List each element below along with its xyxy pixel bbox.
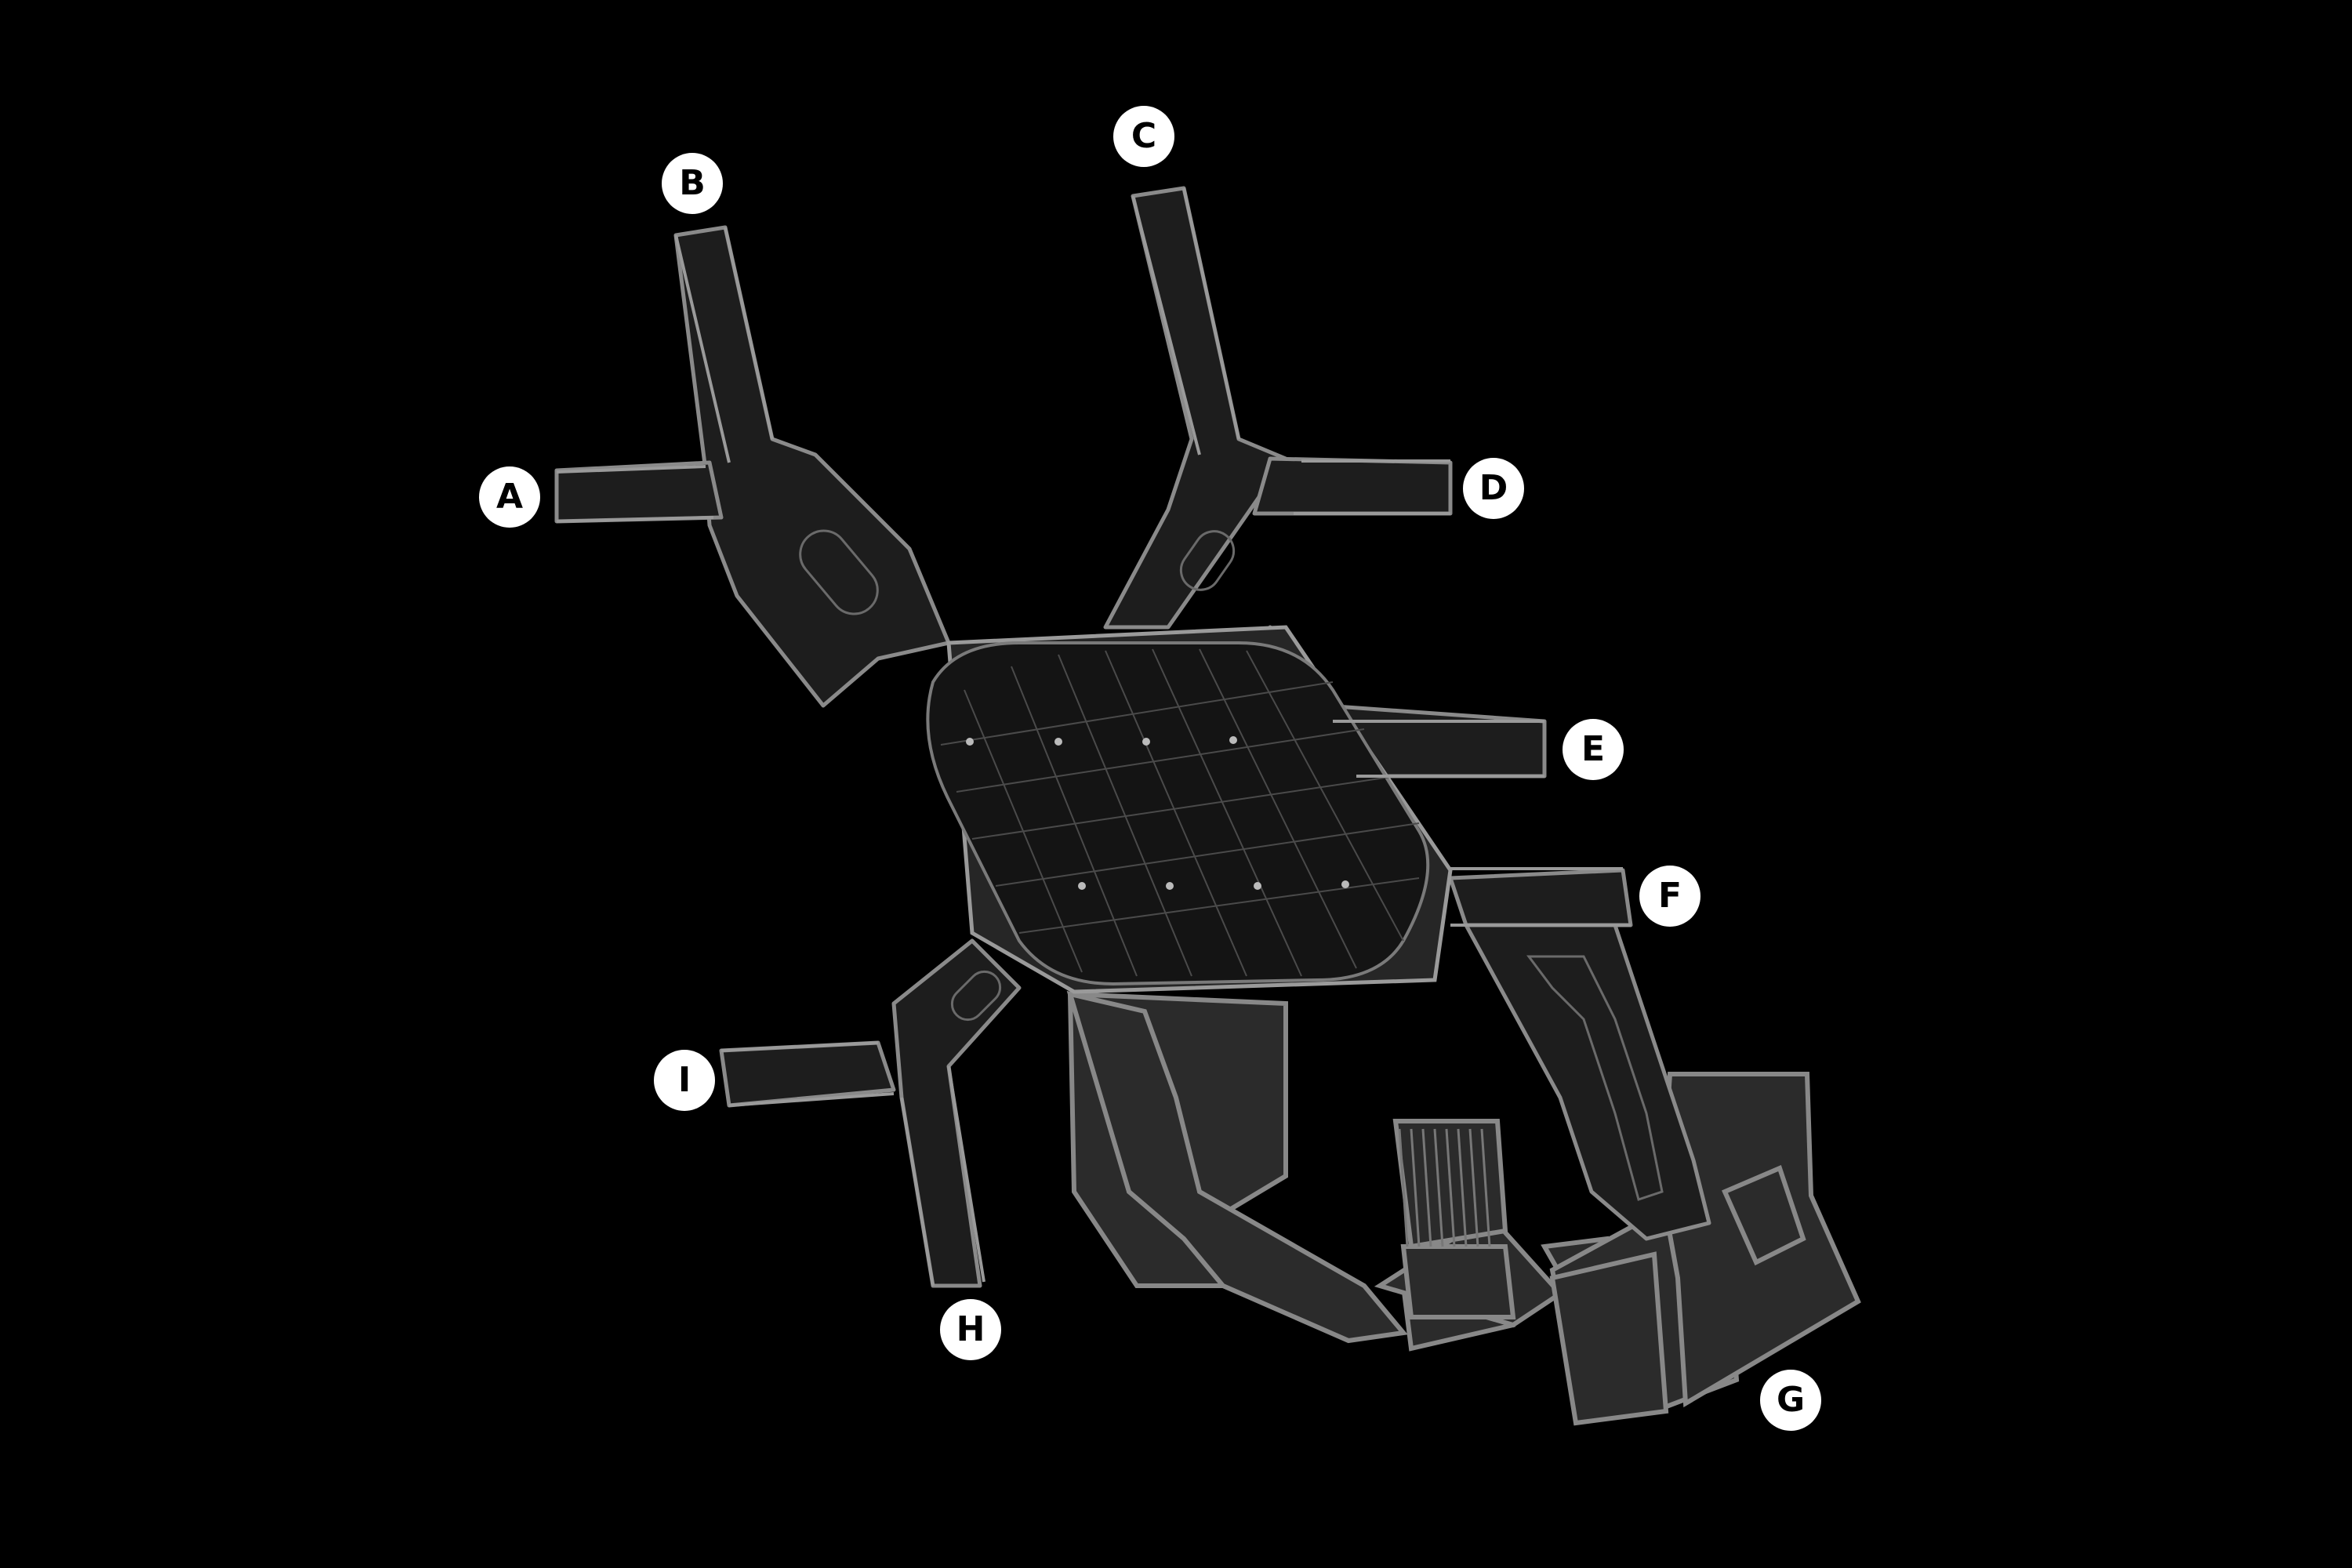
marker-i: I (654, 1050, 715, 1111)
plaza-grid (940, 648, 1420, 977)
marker-i-label: I (677, 1060, 691, 1100)
marker-d-label: D (1479, 468, 1508, 508)
marker-b: B (662, 153, 723, 214)
marker-f: F (1639, 866, 1700, 927)
marker-d: D (1463, 458, 1524, 519)
marker-b-label: B (679, 163, 706, 203)
corridors (554, 186, 1711, 1288)
annex-stair (1398, 1128, 1491, 1247)
marker-c-label: C (1131, 116, 1157, 156)
marker-f-label: F (1657, 876, 1682, 916)
plaza-columns (966, 736, 1349, 890)
ramp-loops (799, 529, 1664, 1201)
marker-a: A (479, 466, 540, 528)
marker-h-label: H (956, 1309, 985, 1349)
corridor-edge-lines (556, 187, 1631, 1287)
central-plaza (926, 625, 1453, 994)
marker-a-label: A (495, 477, 524, 517)
marker-h: H (940, 1299, 1001, 1360)
marker-e-label: E (1581, 729, 1606, 769)
marker-e: E (1563, 719, 1624, 780)
marker-g: G (1760, 1370, 1821, 1431)
marker-g-label: G (1776, 1380, 1806, 1420)
marker-c: C (1113, 106, 1174, 167)
